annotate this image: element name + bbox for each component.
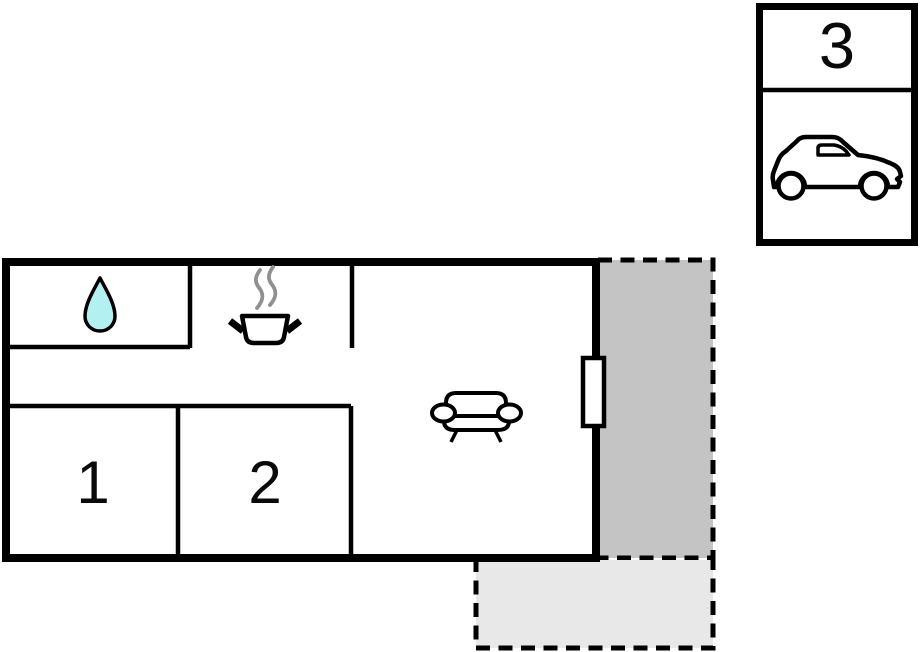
car-wheel [859,171,889,201]
carport: 3 [756,3,918,246]
terrace-dark-area [598,260,713,558]
sofa-armrest [430,402,457,424]
terrace-dark-border [598,257,716,561]
car-wheel [776,171,806,201]
pot-right-handle [284,318,303,334]
terrace-light [473,558,716,651]
sofa-leg [493,429,503,443]
room-1-label: 1 [76,449,109,516]
terrace-dark [598,257,716,561]
sofa-armrest [496,402,523,424]
car-window [816,143,851,157]
room-2-label: 2 [248,449,281,516]
pot-body [239,313,291,346]
steam-line [253,268,265,310]
car-icon [770,134,904,201]
cooking-pot-icon [227,265,303,346]
door [580,355,607,429]
carport-outline [756,3,918,246]
water-drop-icon [83,276,117,333]
steam-line [266,265,278,307]
terrace-light-area [476,560,713,648]
sofa-icon [430,391,523,443]
carport-label: 3 [819,9,855,82]
pot-left-handle [227,318,246,334]
terrace-light-border [473,558,716,651]
sofa-leg [449,429,459,443]
